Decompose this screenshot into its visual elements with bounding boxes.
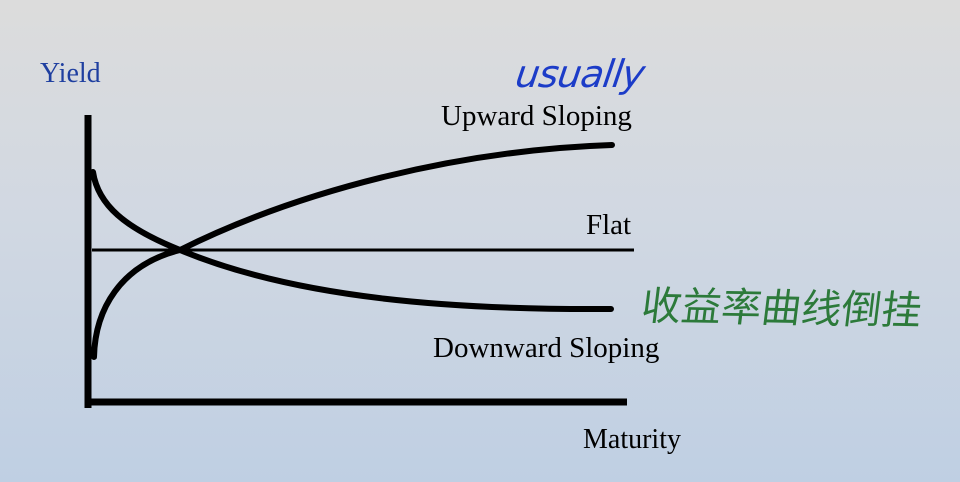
downward-sloping-label: Downward Sloping (433, 332, 660, 364)
inverted-curve-annotation: 收益率曲线倒挂 (638, 283, 925, 335)
upward-sloping-label: Upward Sloping (441, 100, 632, 132)
y-axis-label: Yield (40, 58, 101, 89)
usually-annotation: usually (512, 52, 647, 96)
flat-label: Flat (586, 209, 632, 241)
x-axis-label: Maturity (583, 424, 681, 455)
upward-sloping-curve (91, 142, 615, 360)
downward-sloping-curve (90, 169, 614, 313)
